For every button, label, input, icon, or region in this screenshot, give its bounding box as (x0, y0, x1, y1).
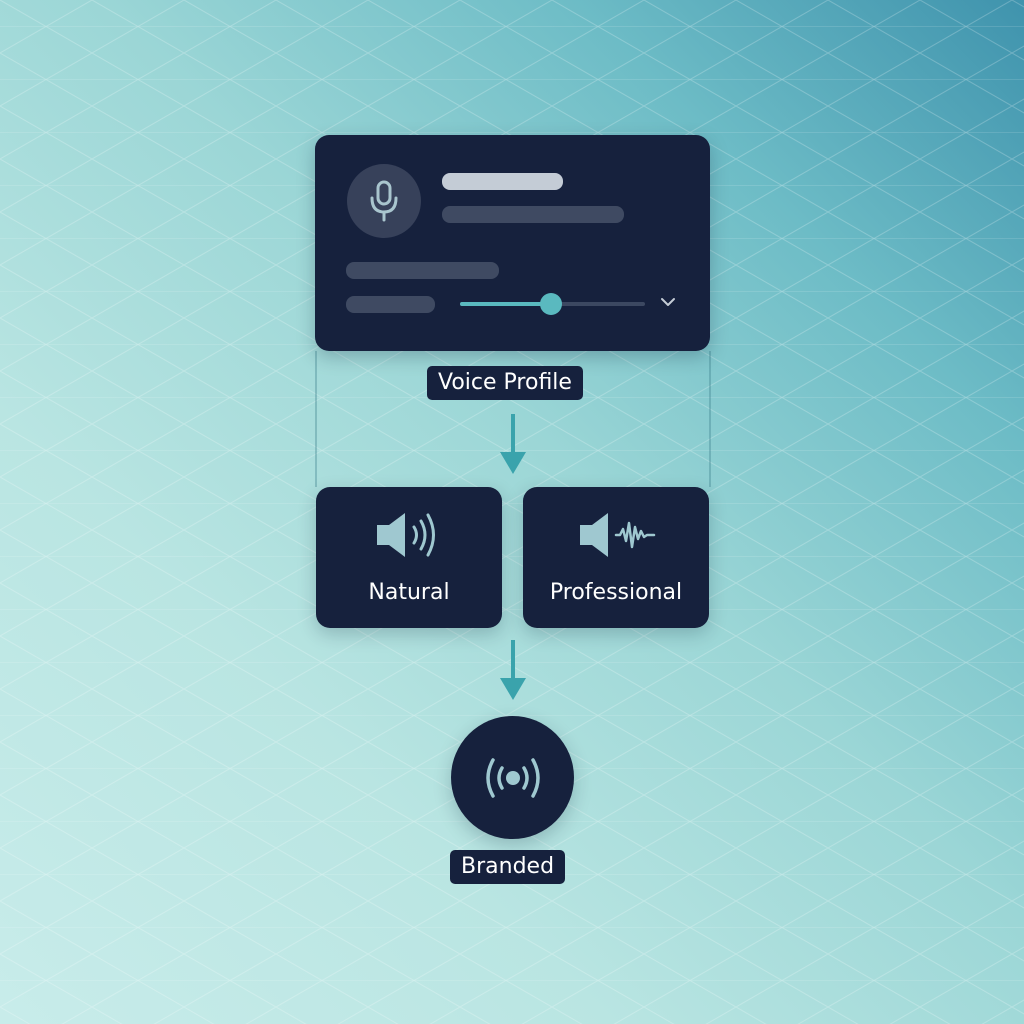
title-placeholder (442, 173, 563, 190)
broadcast-icon (486, 758, 540, 798)
branded-node[interactable] (451, 716, 574, 839)
speaker-soundwave-icon (580, 513, 656, 557)
voice-profile-label: Voice Profile (427, 366, 583, 400)
chevron-down-icon[interactable] (659, 295, 677, 309)
arrow-down-icon (500, 414, 526, 474)
text-placeholder (346, 262, 499, 279)
natural-label: Natural (368, 580, 450, 605)
voice-profile-card[interactable] (315, 135, 710, 351)
natural-option-card[interactable]: Natural (316, 487, 502, 628)
speaker-waves-icon (377, 513, 435, 557)
voice-slider[interactable] (460, 293, 645, 315)
microphone-icon (370, 180, 398, 222)
professional-label: Professional (549, 580, 683, 605)
arrow-down-icon (500, 640, 526, 700)
subtitle-placeholder (442, 206, 624, 223)
slider-thumb[interactable] (539, 293, 562, 315)
slider-label-placeholder (346, 296, 435, 313)
professional-option-card[interactable]: Professional (523, 487, 709, 628)
branded-label: Branded (450, 850, 566, 884)
avatar (347, 164, 421, 238)
slider-fill (460, 302, 551, 306)
